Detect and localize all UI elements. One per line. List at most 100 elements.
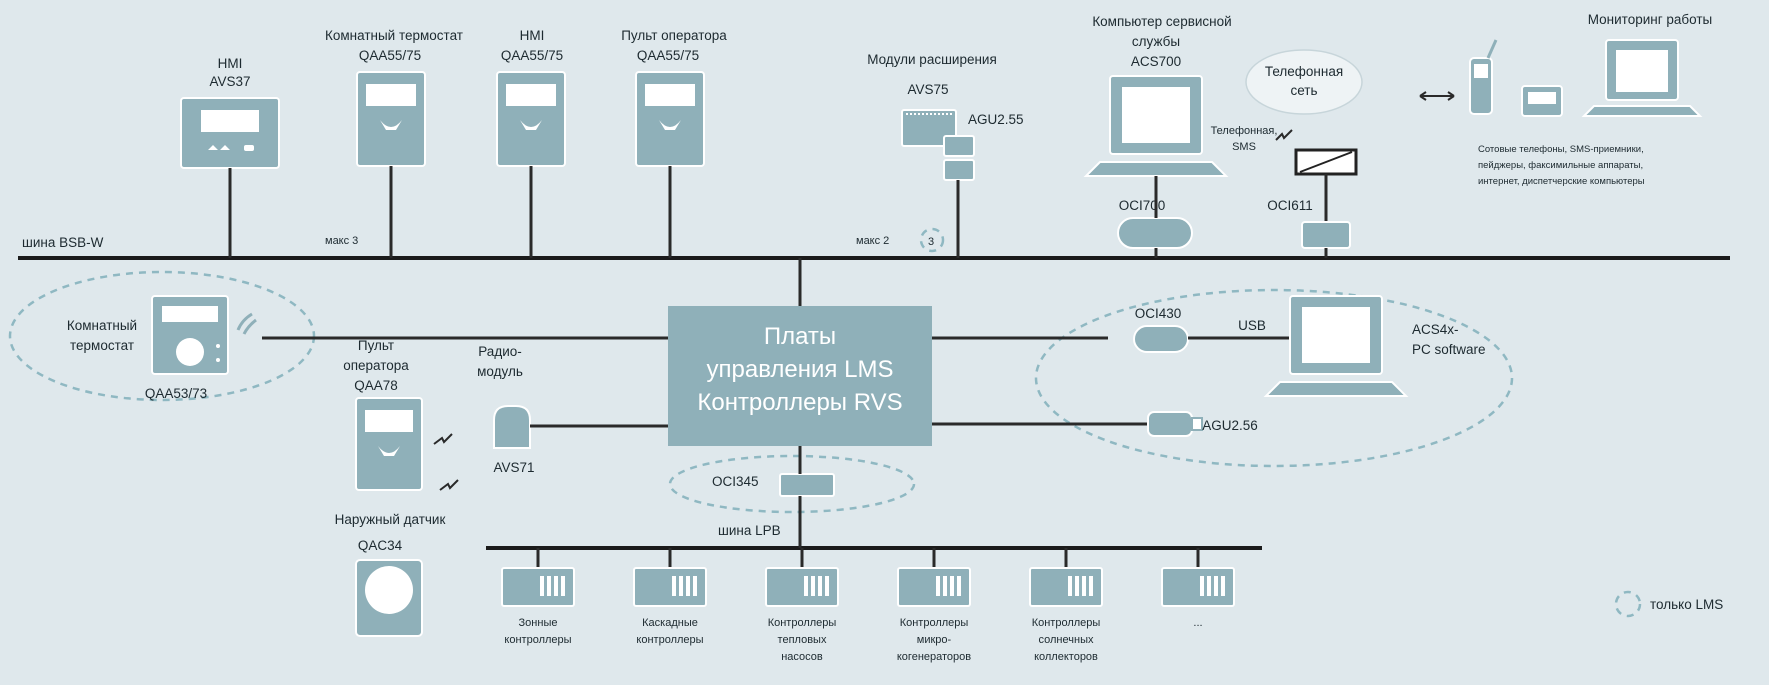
max2-label: макс 2 xyxy=(856,235,889,247)
oci700-label: OCI700 xyxy=(1119,198,1166,213)
service-pc-model: ACS700 xyxy=(1131,54,1181,69)
center-title-line3: Контроллеры RVS xyxy=(697,389,902,416)
max2-lms-value: 3 xyxy=(928,236,934,248)
expansion-model: AVS75 xyxy=(907,82,948,97)
center-title-line1: Платы xyxy=(764,323,836,350)
left-operator-title1: Пульт xyxy=(358,338,394,353)
acs4x-title1: ACS4x- xyxy=(1412,322,1459,337)
hmi-avs37-model: AVS37 xyxy=(209,74,250,89)
oci430-label: OCI430 xyxy=(1135,306,1182,321)
oci611-adapter xyxy=(1301,221,1351,249)
top-thermostat-model: QAA55/75 xyxy=(359,48,421,63)
left-thermostat-title2: термостат xyxy=(70,338,134,353)
max2-lms-marker xyxy=(919,227,945,253)
pager-icon xyxy=(1521,85,1563,117)
left-thermostat-title1: Комнатный xyxy=(67,318,137,333)
controller-label-line2: контроллеры xyxy=(504,634,571,646)
controller-module-icon xyxy=(1161,567,1235,607)
controller-module-icon xyxy=(633,567,707,607)
hmi-avs37-title: HMI xyxy=(218,56,243,71)
wireless-link-icon-1 xyxy=(433,433,453,445)
radio-module-title1: Радио- xyxy=(478,344,522,359)
left-operator-model: QAA78 xyxy=(354,378,398,393)
oci700-adapter xyxy=(1117,217,1193,249)
sensor-title: Наружный датчик xyxy=(335,512,446,527)
monitoring-desc2: пейджеры, факсимильные аппараты, xyxy=(1478,160,1643,171)
oci611-label: OCI611 xyxy=(1267,198,1313,213)
controller-label-line1: Контроллеры xyxy=(900,617,969,629)
controller-label-line2: контроллеры xyxy=(636,634,703,646)
service-pc-title2: службы xyxy=(1132,34,1180,49)
right-lms-area xyxy=(1034,288,1514,468)
acs4x-title2: PC software xyxy=(1412,342,1486,357)
lpb-bus-label: шина LPB xyxy=(718,523,781,538)
agu256-stick xyxy=(1147,411,1203,437)
controller-label-line1: Контроллеры xyxy=(1032,617,1101,629)
arrow-double-icon xyxy=(1419,91,1455,101)
left-thermostat-model: QAA53/73 xyxy=(145,386,207,401)
service-pc-title1: Компьютер сервисной xyxy=(1092,14,1231,29)
controller-label-line3: когенераторов xyxy=(897,651,971,663)
top-operator-device xyxy=(635,71,705,167)
radio-wave-icon xyxy=(236,312,257,335)
center-title-line2: управления LMS xyxy=(707,356,894,383)
outdoor-sensor-device xyxy=(355,559,423,637)
controller-module-icon xyxy=(897,567,971,607)
legend-lms-marker xyxy=(1614,590,1642,618)
wireless-signal-icon xyxy=(1275,129,1293,141)
phone-sms-label2: SMS xyxy=(1232,141,1256,153)
left-operator-device xyxy=(355,397,423,491)
hmi-avs37-device xyxy=(180,97,280,169)
controller-module-icon xyxy=(501,567,575,607)
controller-label-line2: тепловых xyxy=(778,634,827,646)
wireless-link-icon-2 xyxy=(439,479,459,491)
avs75-module xyxy=(901,109,957,147)
monitoring-desc1: Сотовые телефоны, SMS-приемники, xyxy=(1478,144,1644,155)
controllers-row: Зонные контроллеры Каскадные контроллеры Кон… xyxy=(501,548,1235,663)
left-thermostat-device xyxy=(151,295,229,375)
phone-network-cloud xyxy=(1245,49,1363,115)
top-thermostat-device xyxy=(356,71,426,167)
phone-modem-icon xyxy=(1294,148,1358,176)
sensor-model: QAC34 xyxy=(358,538,403,553)
controller-label-line1: Контроллеры xyxy=(768,617,837,629)
max3-label: макс 3 xyxy=(325,235,358,247)
acs4x-pc-icon xyxy=(1263,295,1409,397)
controller-label-line1: ... xyxy=(1193,617,1202,629)
usb-label: USB xyxy=(1238,318,1266,333)
hmi-qaa-title: HMI xyxy=(520,28,545,43)
controller-label-line2: микро- xyxy=(917,634,952,646)
controller-label-line1: Каскадные xyxy=(642,617,698,629)
cell-phone-icon xyxy=(1469,39,1498,115)
top-operator-model: QAA55/75 xyxy=(637,48,699,63)
controller-module-icon xyxy=(765,567,839,607)
monitoring-desc3: интернет, диспетчерские компьютеры xyxy=(1478,176,1645,187)
oci345-label: OCI345 xyxy=(712,474,759,489)
monitoring-pc-icon xyxy=(1581,39,1703,117)
agu256-label: AGU2.56 xyxy=(1202,418,1258,433)
radio-module-title2: модуль xyxy=(477,364,523,379)
controller-label-line1: Зонные xyxy=(519,617,558,629)
service-pc-icon xyxy=(1083,75,1229,177)
left-thermostat-lms-area xyxy=(8,270,316,402)
oci345-lms-area xyxy=(668,454,916,514)
legend-lms-text: только LMS xyxy=(1650,597,1723,612)
agu255-module xyxy=(943,135,975,181)
phone-network-title1: Телефонная xyxy=(1265,64,1343,79)
radio-module-device xyxy=(493,405,531,449)
agu255-label: AGU2.55 xyxy=(968,112,1024,127)
bsb-w-bus-label: шина BSB-W xyxy=(22,235,104,250)
phone-sms-label1: Телефонная, xyxy=(1211,125,1278,137)
top-thermostat-title: Комнатный термостат xyxy=(325,28,463,43)
monitoring-title: Мониторинг работы xyxy=(1588,12,1712,27)
controller-label-line2: солнечных xyxy=(1039,634,1094,646)
hmi-qaa-model: QAA55/75 xyxy=(501,48,563,63)
controller-label-line3: коллекторов xyxy=(1034,651,1098,663)
left-operator-title2: оператора xyxy=(343,358,409,373)
controller-module-icon xyxy=(1029,567,1103,607)
oci430-adapter xyxy=(1133,325,1189,353)
oci345-adapter xyxy=(779,473,835,497)
expansion-title: Модули расширения xyxy=(867,52,997,67)
